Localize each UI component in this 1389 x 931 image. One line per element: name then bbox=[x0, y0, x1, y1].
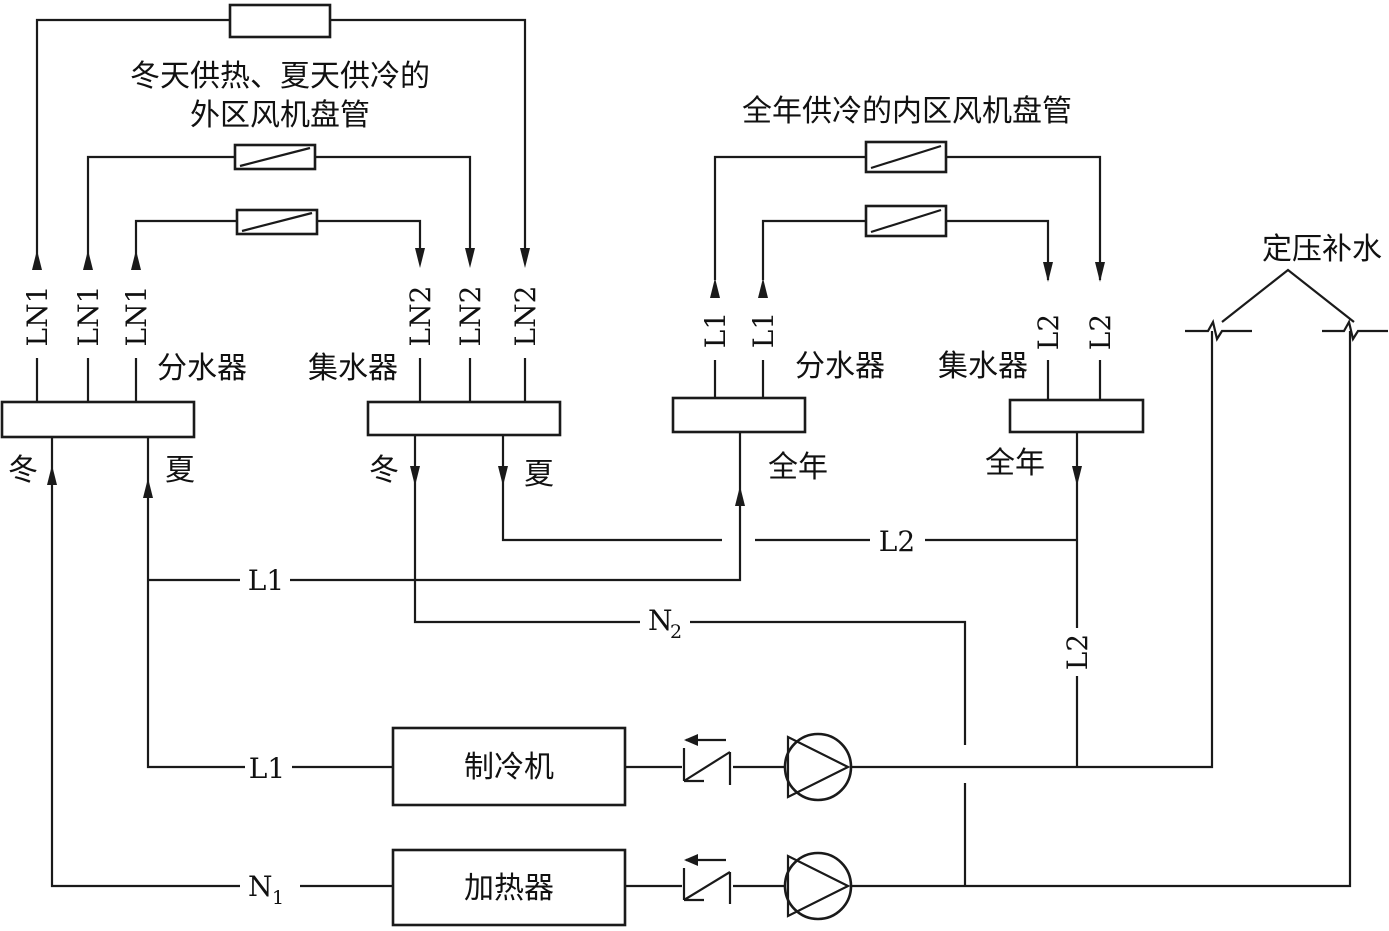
summer-label: 夏 bbox=[165, 453, 195, 488]
arrow-down-icon bbox=[1095, 262, 1105, 282]
arrow-down-icon bbox=[415, 248, 425, 268]
pipe-network bbox=[35, 18, 1388, 888]
pipe-label-L1: L1 bbox=[699, 312, 732, 348]
pipe-N1 bbox=[50, 437, 393, 888]
pipe-label-L1: L1 bbox=[248, 564, 284, 597]
inner-coil-low bbox=[864, 204, 948, 238]
pipe-label-LN1: LN1 bbox=[72, 286, 105, 347]
inner-distributor-header bbox=[671, 396, 807, 434]
pipe-label-LN2: LN2 bbox=[454, 286, 487, 347]
arrow-down-icon bbox=[1072, 466, 1082, 486]
pipe-chiller-circuit bbox=[625, 331, 1214, 769]
svg-text:1: 1 bbox=[272, 887, 284, 909]
pipe-label-N1: N 1 bbox=[248, 870, 284, 909]
winter-label: 冬 bbox=[369, 453, 399, 488]
heater-box bbox=[391, 848, 627, 927]
fan-coil-units bbox=[228, 3, 948, 238]
equipment bbox=[0, 396, 1145, 927]
heater-pump-icon bbox=[783, 851, 853, 921]
outer-coil-low bbox=[235, 208, 319, 236]
flow-arrows bbox=[32, 248, 1105, 506]
pipe-label-LN1: LN1 bbox=[21, 286, 54, 347]
arrow-down-icon bbox=[465, 248, 475, 268]
pipe-N2 bbox=[413, 435, 967, 886]
all-year-label: 全年 bbox=[985, 446, 1045, 481]
outer-collector-header bbox=[366, 400, 562, 437]
heater-label: 加热器 bbox=[464, 871, 554, 906]
outer-zone-title-line2: 外区风机盘管 bbox=[190, 98, 370, 133]
heater-check-valve-icon bbox=[682, 854, 732, 904]
pipe-label-L2: L2 bbox=[879, 525, 915, 558]
chiller-check-valve-icon bbox=[682, 734, 732, 785]
winter-label: 冬 bbox=[8, 453, 38, 488]
svg-text:N: N bbox=[248, 870, 273, 903]
svg-text:2: 2 bbox=[670, 621, 682, 643]
inner-zone-title: 全年供冷的内区风机盘管 bbox=[742, 94, 1072, 129]
pipe-heater-circuit bbox=[625, 331, 1352, 888]
makeup-water-line-left bbox=[1185, 318, 1252, 342]
pipe-label-LN2: LN2 bbox=[509, 286, 542, 347]
collector-label: 集水器 bbox=[308, 351, 398, 386]
arrow-down-icon bbox=[1043, 262, 1053, 282]
pipe-label-LN2: LN2 bbox=[404, 286, 437, 347]
arrow-up-icon bbox=[143, 478, 153, 498]
outer-zone-title-line1: 冬天供热、夏天供冷的 bbox=[130, 59, 430, 94]
pipe-label-L2: L2 bbox=[1032, 314, 1065, 350]
pipe-inner-loop-2 bbox=[761, 219, 1050, 280]
makeup-water-pointer bbox=[1221, 268, 1355, 323]
pipe-outer-loop-2 bbox=[86, 155, 472, 258]
arrow-up-icon bbox=[32, 250, 42, 270]
pipe-L1-inner bbox=[148, 432, 742, 582]
pipe-header-stubs bbox=[35, 358, 1102, 402]
outer-coil-top bbox=[228, 3, 332, 39]
pipe-L2 bbox=[501, 432, 1079, 767]
pipe-outer-loop-3 bbox=[134, 219, 422, 258]
pipe-label-N2: N 2 bbox=[648, 604, 682, 643]
makeup-water-label: 定压补水 bbox=[1262, 232, 1382, 267]
pipe-label-L2: L2 bbox=[1084, 314, 1117, 350]
arrow-up-icon bbox=[131, 250, 141, 270]
chiller-pump-icon bbox=[783, 732, 853, 802]
pipe-L1-outer bbox=[146, 437, 393, 769]
distributor-label: 分水器 bbox=[795, 349, 885, 384]
inner-collector-header bbox=[1008, 398, 1145, 434]
inner-coil-top bbox=[864, 140, 948, 174]
outer-distributor-header bbox=[0, 400, 196, 439]
arrow-up-icon bbox=[735, 486, 745, 506]
chiller-label: 制冷机 bbox=[464, 750, 554, 785]
pipe-outer-loop-1 bbox=[35, 18, 527, 258]
arrow-up-icon bbox=[710, 278, 720, 298]
text-labels: 冬天供热、夏天供冷的 外区风机盘管 全年供冷的内区风机盘管 定压补水 LN1 L… bbox=[8, 59, 1382, 909]
arrow-down-icon bbox=[520, 248, 530, 268]
outer-coil-mid bbox=[233, 143, 317, 171]
arrow-down-icon bbox=[410, 466, 420, 486]
summer-label: 夏 bbox=[524, 457, 554, 492]
pipe-label-L1: L1 bbox=[249, 752, 285, 785]
arrow-up-icon bbox=[83, 250, 93, 270]
pipe-label-L1: L1 bbox=[747, 312, 780, 348]
collector-label: 集水器 bbox=[938, 349, 1028, 384]
arrow-down-icon bbox=[498, 466, 508, 486]
arrow-up-icon bbox=[47, 465, 57, 485]
pipe-label-L2: L2 bbox=[1061, 634, 1094, 670]
makeup-water-line-right bbox=[1322, 318, 1388, 342]
pipe-inner-loop-1 bbox=[713, 155, 1102, 280]
arrow-up-icon bbox=[758, 278, 768, 298]
pipe-label-LN1: LN1 bbox=[120, 286, 153, 347]
svg-text:N: N bbox=[648, 604, 673, 637]
distributor-label: 分水器 bbox=[157, 351, 247, 386]
chiller-box bbox=[391, 726, 627, 807]
all-year-label: 全年 bbox=[768, 450, 828, 485]
